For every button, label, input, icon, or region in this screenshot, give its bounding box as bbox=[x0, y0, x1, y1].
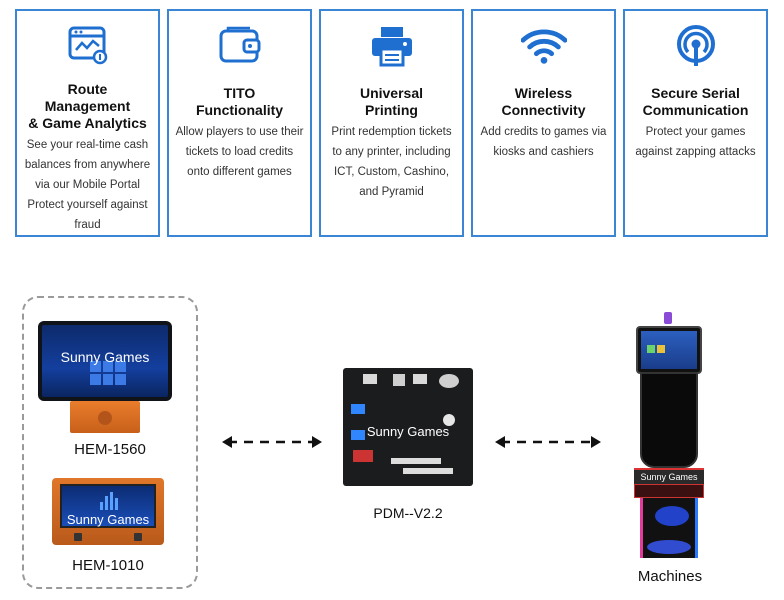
double-arrow-right bbox=[495, 436, 601, 448]
broadcast-icon bbox=[673, 23, 719, 69]
feature-description: See your real-time cash balances from an… bbox=[24, 139, 151, 231]
feature-title: Secure Serial Communication bbox=[642, 85, 749, 118]
analytics-icon bbox=[65, 23, 111, 65]
wifi-icon bbox=[520, 23, 567, 69]
feature-card-wireless: Wireless Connectivity Add credits to gam… bbox=[471, 9, 616, 237]
feature-title: Wireless Connectivity bbox=[501, 85, 586, 118]
hem-1560-screen-text: Sunny Games bbox=[60, 349, 150, 365]
hem-1560-label: HEM-1560 bbox=[74, 441, 146, 458]
hem-1010-label: HEM-1010 bbox=[72, 557, 144, 574]
feature-card-tito: TITO Functionality Allow players to use … bbox=[167, 9, 312, 237]
pdm-label: PDM--V2.2 bbox=[373, 505, 443, 521]
feature-card-route-management: Route Management & Game Analytics See yo… bbox=[15, 9, 160, 237]
wallet-icon bbox=[217, 23, 263, 69]
machine-screen-text: Sunny Games bbox=[640, 472, 698, 482]
double-arrow-left bbox=[222, 436, 322, 448]
hem-1560-screen: Sunny Games bbox=[38, 321, 172, 401]
feature-description: Allow players to use their tickets to lo… bbox=[175, 126, 304, 178]
machines-label: Machines bbox=[637, 568, 703, 585]
feature-title: TITO Functionality bbox=[195, 85, 284, 118]
feature-title: Universal Printing bbox=[359, 85, 424, 118]
hem-1010-screen-text: Sunny Games bbox=[66, 512, 150, 527]
features-row: Route Management & Game Analytics See yo… bbox=[15, 9, 775, 237]
slot-machine: Sunny Games bbox=[634, 312, 706, 564]
hem-device-group bbox=[22, 296, 198, 589]
feature-title: Route Management & Game Analytics bbox=[28, 81, 147, 131]
pdm-board-text: Sunny Games bbox=[366, 424, 450, 439]
hem-1560-device: Sunny Games bbox=[38, 321, 172, 433]
feature-description: Protect your games against zapping attac… bbox=[635, 126, 756, 158]
feature-card-printing: Universal Printing Print redemption tick… bbox=[319, 9, 464, 237]
hem-1560-base bbox=[70, 401, 140, 433]
feature-description: Add credits to games via kiosks and cash… bbox=[480, 126, 607, 158]
feature-card-serial: Secure Serial Communication Protect your… bbox=[623, 9, 768, 237]
feature-description: Print redemption tickets to any printer,… bbox=[331, 126, 452, 198]
hem-1010-device: Sunny Games bbox=[52, 478, 164, 545]
printer-icon bbox=[369, 23, 415, 69]
pdm-board: Sunny Games bbox=[343, 368, 473, 486]
